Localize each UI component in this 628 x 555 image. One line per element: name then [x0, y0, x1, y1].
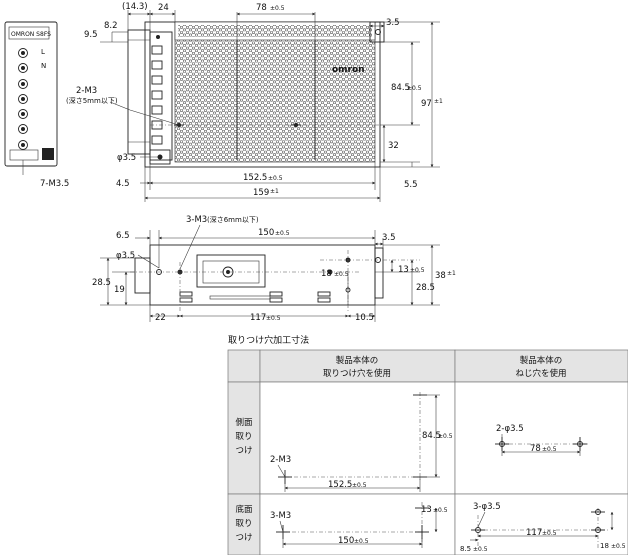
row1-label-3: つけ	[235, 446, 252, 456]
dim-84-5-tol: ±0.5	[407, 85, 422, 92]
dim-4-5: 4.5	[116, 179, 130, 189]
dim-38: 38	[435, 271, 446, 281]
row1-label-2: 取り	[235, 432, 252, 442]
side-view: 6.5 150 ±0.5 3.5 3-M3 (深さ6mm以下) φ3.5 18 …	[92, 215, 456, 323]
r2c1-drawing: 3-M3 13 ±0.5 150 ±0.5	[270, 502, 448, 548]
r2c1-dim-13: 13	[421, 505, 432, 515]
r2c1-dim-150-tol: ±0.5	[354, 538, 369, 545]
row2-label-1: 底面	[235, 504, 253, 515]
front-brand-tag: OMRON S8FS	[11, 31, 51, 38]
dim-24: 24	[158, 3, 169, 13]
r1c2-drawing: 2-φ3.5 78 ±0.5	[495, 424, 588, 456]
terminal-front-view: OMRON S8FS L N 7-M3.5	[4, 21, 69, 189]
dim-152-5-tol: ±0.5	[268, 175, 283, 182]
dim-159: 159	[253, 188, 269, 198]
r1c1-dim-152-5: 152.5	[328, 480, 352, 490]
table-title: 取りつけ穴加工寸法	[228, 334, 309, 346]
r2c2-phi: 3-φ3.5	[473, 502, 501, 512]
col2-line2: ねじ穴を使用	[515, 368, 566, 379]
m3-2-label: 2-M3	[76, 86, 97, 96]
m3-2-depth-label: (深さ5mm以下)	[66, 96, 118, 105]
dim-3-5-top: 3.5	[386, 18, 400, 28]
m3-3-depth-label: (深さ6mm以下)	[207, 215, 259, 224]
dim-10-5: 10.5	[355, 313, 374, 323]
r2c1-dim-13-tol: ±0.5	[433, 507, 448, 514]
dim-84-5: 84.5	[391, 83, 410, 93]
dim-152-5: 152.5	[243, 173, 267, 183]
dim-5-5: 5.5	[404, 180, 418, 190]
terminal-l-label: L	[41, 48, 45, 56]
terminal-block-screws	[151, 45, 163, 145]
dim-28-5-left: 28.5	[92, 278, 111, 288]
dim-150-tol: ±0.5	[275, 230, 290, 237]
dim-159-tol: ±1	[270, 188, 279, 195]
r2c1-m3: 3-M3	[270, 511, 291, 521]
row1-label-1: 側面	[235, 417, 253, 428]
terminal-screws	[18, 48, 28, 150]
dim-9-5: 9.5	[84, 30, 98, 40]
r1c1-drawing: 84.5 ±0.5 2-M3 152.5 ±0.5	[270, 392, 453, 492]
phi-3-5-top: φ3.5	[117, 153, 136, 163]
r2c2-dim-18: 18	[600, 542, 609, 550]
dim-19: 19	[114, 285, 125, 295]
dim-18-tol: ±0.5	[334, 271, 349, 278]
terminal-n-label: N	[41, 62, 46, 70]
m3-3-label: 3-M3	[186, 215, 207, 225]
dim-8-2: 8.2	[104, 21, 118, 31]
phi-3-5-side: φ3.5	[116, 251, 135, 261]
dim-3-5-side: 3.5	[382, 233, 396, 243]
dim-22: 22	[155, 313, 166, 323]
r2c2-dim-8-5: 8.5	[460, 545, 471, 553]
mounting-hole-table: 取りつけ穴加工寸法 製品本体の 取りつけ穴を使用 製品本体の ねじ穴を使用 側面…	[227, 334, 628, 555]
r2c2-dim-117: 117	[526, 528, 542, 538]
dim-32: 32	[388, 141, 399, 151]
dim-117: 117	[250, 313, 266, 323]
dim-150: 150	[258, 228, 274, 238]
brand-label: omron	[332, 65, 365, 75]
top-view: omron (14.3) 24	[66, 2, 443, 202]
r2c2-dim-18-tol: ±0.5	[611, 543, 626, 550]
r1c2-phi: 2-φ3.5	[496, 424, 524, 434]
row2-label-2: 取り	[235, 519, 252, 529]
dim-97-tol: ±1	[434, 98, 443, 105]
dim-117-tol: ±0.5	[266, 315, 281, 322]
dim-14-3: (14.3)	[122, 2, 148, 12]
r1c2-dim-78: 78	[530, 444, 541, 454]
r2c2-dim-8-5-tol: ±0.5	[473, 546, 488, 553]
dim-38-tol: ±1	[447, 270, 456, 277]
dim-97: 97	[421, 99, 432, 109]
r2c2-drawing: 3-φ3.5 117 ±0.5 8.5 ±0.5 18 ±0.5	[460, 502, 626, 553]
col1-line2: 取りつけ穴を使用	[323, 368, 391, 379]
r1c1-dim-84-5-tol: ±0.5	[438, 433, 453, 440]
r1c2-dim-78-tol: ±0.5	[542, 446, 557, 453]
dim-78-tol: ±0.5	[270, 5, 285, 12]
dim-6-5: 6.5	[116, 231, 130, 241]
dim-28-5-right: 28.5	[416, 283, 435, 293]
r1c1-m3: 2-M3	[270, 455, 291, 465]
col1-line1: 製品本体の	[336, 355, 379, 366]
r1c1-dim-152-5-tol: ±0.5	[352, 482, 367, 489]
terminal-screw-count-label: 7-M3.5	[40, 179, 69, 189]
col2-line1: 製品本体の	[520, 355, 563, 366]
r1c1-dim-84-5: 84.5	[422, 431, 441, 441]
dim-18: 18	[321, 269, 332, 279]
r2c1-dim-150: 150	[338, 536, 354, 546]
dim-13: 13	[398, 265, 409, 275]
r2c2-dim-117-tol: ±0.5	[542, 530, 557, 537]
row2-label-3: つけ	[235, 533, 252, 543]
dim-78: 78	[256, 3, 267, 13]
dim-13-tol: ±0.5	[410, 267, 425, 274]
